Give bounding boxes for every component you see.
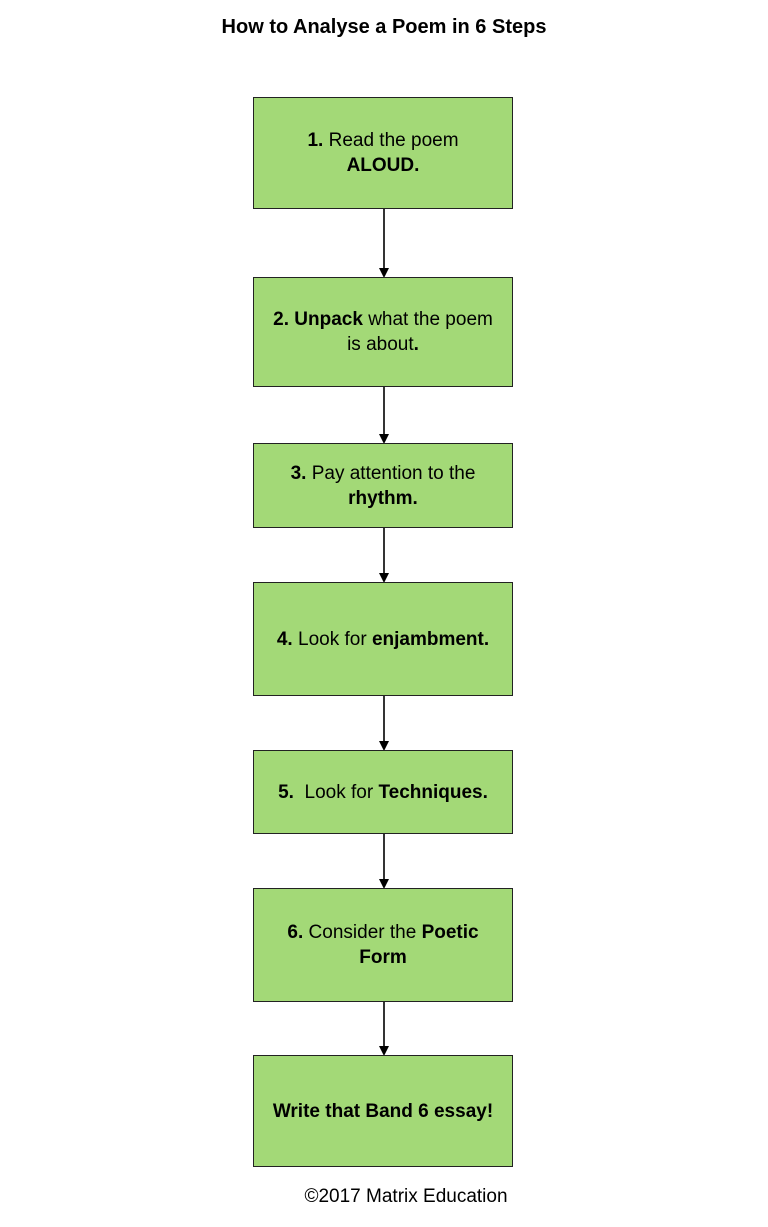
step-number: 6.: [287, 922, 304, 943]
step-text-part: Look for: [298, 628, 372, 650]
copyright-footer: ©2017 Matrix Education: [304, 1186, 508, 1207]
step-text-bold: Techniques.: [378, 781, 488, 803]
step-text: 4. Look for enjambment.: [271, 627, 495, 652]
step-text-part: Read the poem: [328, 130, 459, 151]
step-text-bold: Form: [359, 947, 407, 968]
step-box-2: 2. Unpack what the poem is about.: [253, 277, 513, 387]
step-text-bold: ALOUD.: [346, 155, 420, 176]
step-text-bold: enjambment.: [371, 628, 490, 650]
step-text-bold: Write that Band 6 essay!: [272, 1100, 494, 1122]
step-number: 1.: [307, 130, 324, 151]
step-text: Write that Band 6 essay!: [267, 1099, 499, 1124]
step-text-part: what the poem: [362, 309, 493, 330]
step-text-bold: .: [413, 334, 419, 355]
step-box-4: 4. Look for enjambment.: [253, 582, 513, 696]
step-text-part: is about: [347, 334, 414, 355]
step-box-7: Write that Band 6 essay!: [253, 1055, 513, 1167]
diagram-title: How to Analyse a Poem in 6 Steps: [221, 16, 547, 38]
step-text-bold: Poetic: [421, 922, 479, 943]
step-box-3: 3. Pay attention to the rhythm.: [253, 443, 513, 528]
step-text-part: Consider the: [308, 922, 422, 943]
step-number: 3.: [290, 462, 307, 484]
step-text: 5. Look for Techniques.: [272, 780, 494, 805]
step-text: 3. Pay attention to the rhythm.: [285, 461, 482, 511]
step-text-bold: Unpack: [294, 309, 363, 330]
step-box-5: 5. Look for Techniques.: [253, 750, 513, 834]
step-number: 5.: [278, 781, 294, 803]
step-text-bold: rhythm.: [348, 487, 418, 509]
step-text-part: Pay attention to the: [311, 462, 476, 484]
step-number: 2.: [273, 309, 289, 330]
step-number: 4.: [276, 628, 293, 650]
step-text-part: Look for: [299, 781, 379, 803]
step-text: 2. Unpack what the poem is about.: [267, 307, 499, 357]
